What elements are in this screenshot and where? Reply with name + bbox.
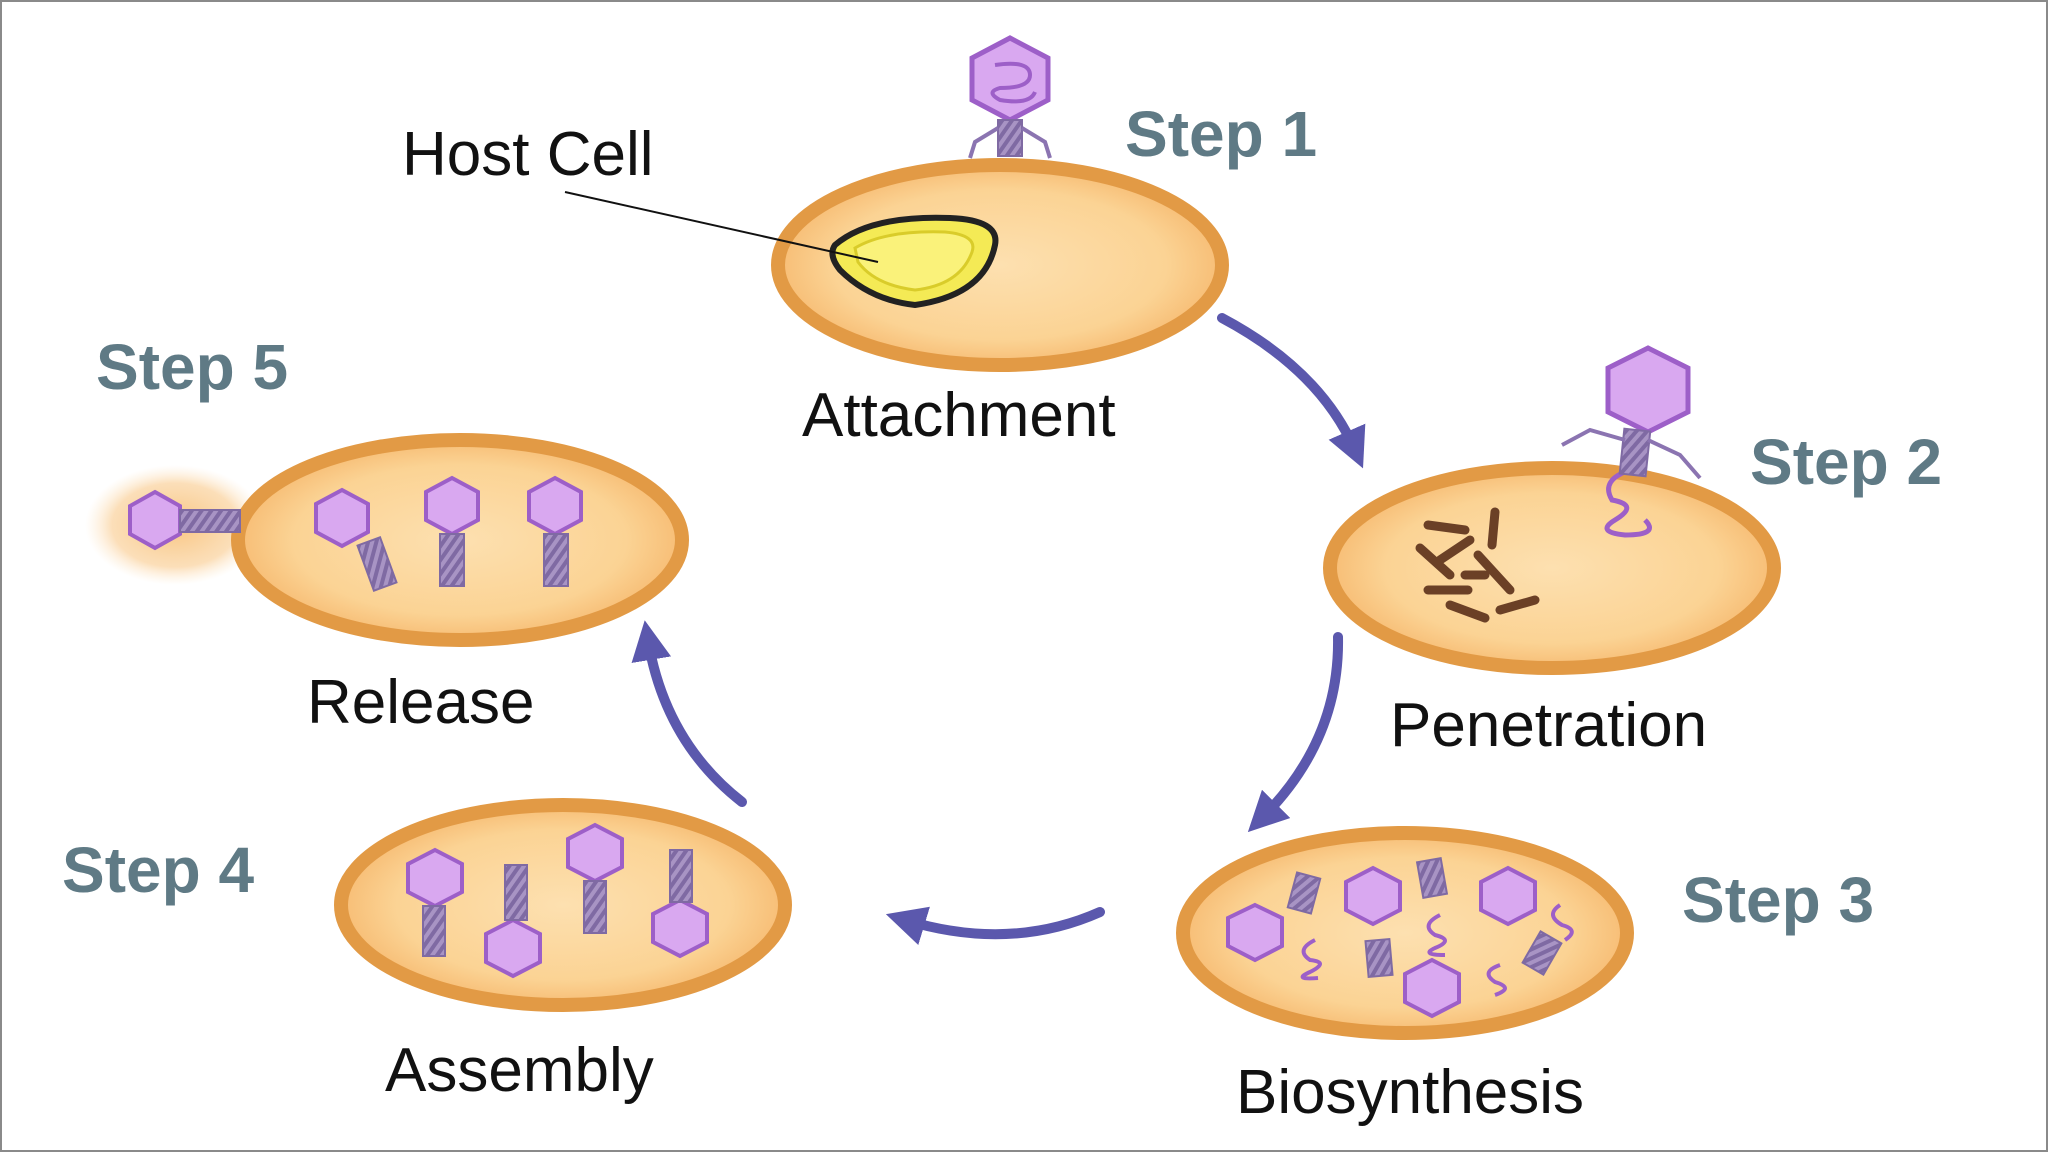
phage-attaching <box>968 35 1052 159</box>
release-cell <box>85 433 689 647</box>
step-2-label: Step 2 <box>1750 426 1943 498</box>
host-cell-label: Host Cell <box>402 120 654 189</box>
step-1-label: Step 1 <box>1125 98 1318 170</box>
host-cell-pointer <box>564 191 879 263</box>
release-label: Release <box>307 668 535 737</box>
step-4-label: Step 4 <box>62 834 255 906</box>
dna-fragments <box>1415 507 1540 623</box>
genome-copies <box>1300 903 1574 997</box>
attachment-label: Attachment <box>802 381 1116 450</box>
tail-parts <box>1286 857 1563 979</box>
biosynthesis-label: Biosynthesis <box>1236 1058 1585 1127</box>
released-phages <box>314 475 583 592</box>
penetration-cell <box>1323 461 1781 675</box>
phage-injecting <box>1561 345 1702 480</box>
assembled-phages <box>406 822 709 979</box>
penetration-label: Penetration <box>1390 691 1708 760</box>
arrow-step1-to-step2 <box>1217 313 1366 469</box>
assembly-label: Assembly <box>385 1036 654 1105</box>
arrow-step3-to-step4 <box>885 906 1105 945</box>
step-5-label: Step 5 <box>96 331 289 403</box>
cycle-arrows <box>631 313 1366 945</box>
escaping-phage <box>128 489 241 551</box>
arrow-step2-to-step3 <box>1247 632 1344 833</box>
step-3-label: Step 3 <box>1682 864 1875 936</box>
attachment-cell <box>771 158 1229 372</box>
assembly-cell <box>334 798 792 1012</box>
capsid-parts <box>1226 865 1537 1019</box>
arrow-step4-to-step5 <box>631 620 747 807</box>
biosynthesis-cell <box>1176 826 1634 1040</box>
